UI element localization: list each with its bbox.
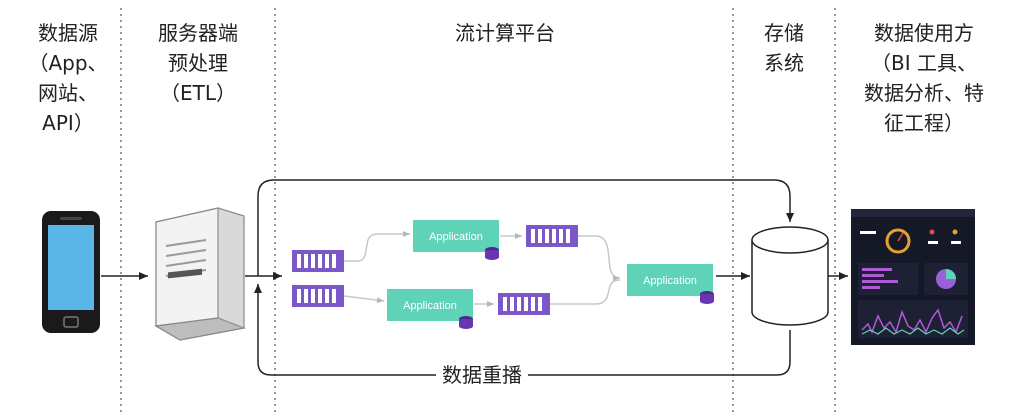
queue-mid-1 [526, 225, 578, 247]
column-label-source: 数据源 （App、 网站、 API） [22, 18, 114, 138]
consumer-line-1: 数据使用方 [874, 21, 974, 45]
database-icon [751, 226, 829, 326]
column-label-server: 服务器端 预处理 （ETL） [138, 18, 258, 108]
phone-icon [42, 211, 100, 333]
flow-q1-to-app1 [344, 231, 410, 262]
application-label-3: Application [643, 275, 697, 287]
queue-input-1 [292, 250, 344, 272]
replay-label: 数据重播 [436, 362, 528, 388]
server-icon [154, 207, 247, 341]
storage-line-2: 系统 [764, 51, 804, 75]
application-label-1: Application [429, 231, 483, 243]
consumer-line-2: （BI 工具、 [871, 51, 977, 75]
flow-qm2-to-app3 [550, 279, 621, 305]
source-line-2: （App、 [28, 51, 108, 75]
queue-input-2 [292, 285, 344, 307]
platform-line-1: 流计算平台 [455, 21, 555, 45]
queue-mid-2 [498, 293, 550, 315]
server-line-1: 服务器端 [158, 21, 238, 45]
column-label-consumer: 数据使用方 （BI 工具、 数据分析、特 征工程） [840, 18, 1008, 138]
source-line-1: 数据源 [38, 21, 98, 45]
source-line-4: API） [42, 111, 94, 135]
server-line-2: 预处理 [168, 51, 228, 75]
arrow-bypass-to-storage [257, 179, 794, 276]
source-line-3: 网站、 [38, 81, 98, 105]
dashboard-icon [851, 209, 975, 345]
application-label-2: Application [403, 300, 457, 312]
storage-line-1: 存储 [764, 21, 804, 45]
flow-qm1-to-app3 [578, 235, 621, 281]
column-label-storage: 存储 系统 [744, 18, 824, 78]
application-node-2: Application [387, 289, 473, 329]
flow-q2-to-app2 [343, 295, 385, 304]
application-node-1: Application [413, 220, 499, 260]
consumer-line-3: 数据分析、特 [864, 81, 984, 105]
application-node-3: Application [627, 264, 714, 304]
consumer-line-4: 征工程） [884, 111, 964, 135]
server-line-3: （ETL） [160, 81, 236, 105]
column-label-platform: 流计算平台 [420, 18, 590, 48]
